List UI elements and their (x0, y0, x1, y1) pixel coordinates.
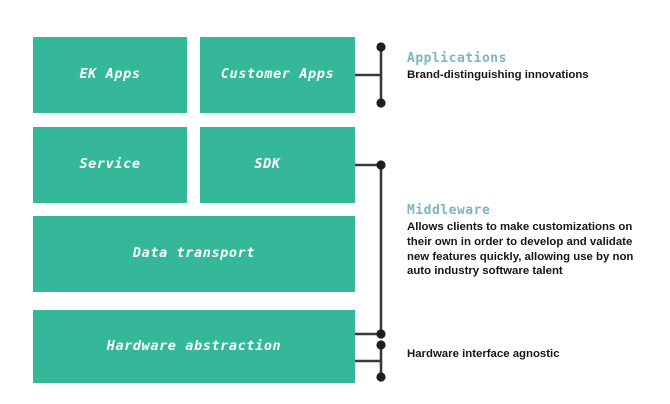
layer-label: Customer Apps (220, 66, 335, 83)
layer-box-ek-apps[interactable]: EK Apps (33, 37, 187, 113)
annotation-body: Hardware interface agnostic (407, 348, 560, 360)
annotation-body: Allows clients to make customizations on… (407, 220, 634, 278)
layer-box-data-transport[interactable]: Data transport (33, 216, 355, 292)
layer-label: EK Apps (79, 66, 141, 83)
layer-box-service[interactable]: Service (33, 127, 187, 203)
bracket-middleware (355, 160, 386, 339)
layer-box-customer-apps[interactable]: Customer Apps (200, 37, 355, 113)
bracket-endpoint-dot (376, 329, 386, 339)
annotation-applications: Applications Brand-distinguishing innova… (407, 51, 657, 83)
bracket-endpoint-dot (376, 160, 386, 170)
layer-label: Data transport (132, 245, 256, 262)
annotation-title: Middleware (407, 203, 491, 218)
annotation-middleware: Middleware Allows clients to make custom… (407, 203, 653, 279)
layer-box-hardware-abstraction[interactable]: Hardware abstraction (33, 310, 355, 383)
bracket-hardware (355, 340, 386, 382)
bracket-applications (355, 42, 386, 108)
bracket-endpoint-dot (376, 340, 386, 350)
bracket-endpoint-dot (376, 98, 386, 108)
layer-label: SDK (254, 156, 281, 173)
bracket-endpoint-dot (376, 372, 386, 382)
bracket-endpoint-dot (376, 42, 386, 52)
annotation-title: Applications (407, 51, 507, 66)
annotation-body: Brand-distinguishing innovations (407, 68, 589, 81)
annotation-hardware: Hardware interface agnostic (407, 347, 657, 362)
layer-label: Hardware abstraction (106, 337, 282, 354)
layer-box-sdk[interactable]: SDK (200, 127, 355, 203)
layer-label: Service (79, 156, 141, 173)
